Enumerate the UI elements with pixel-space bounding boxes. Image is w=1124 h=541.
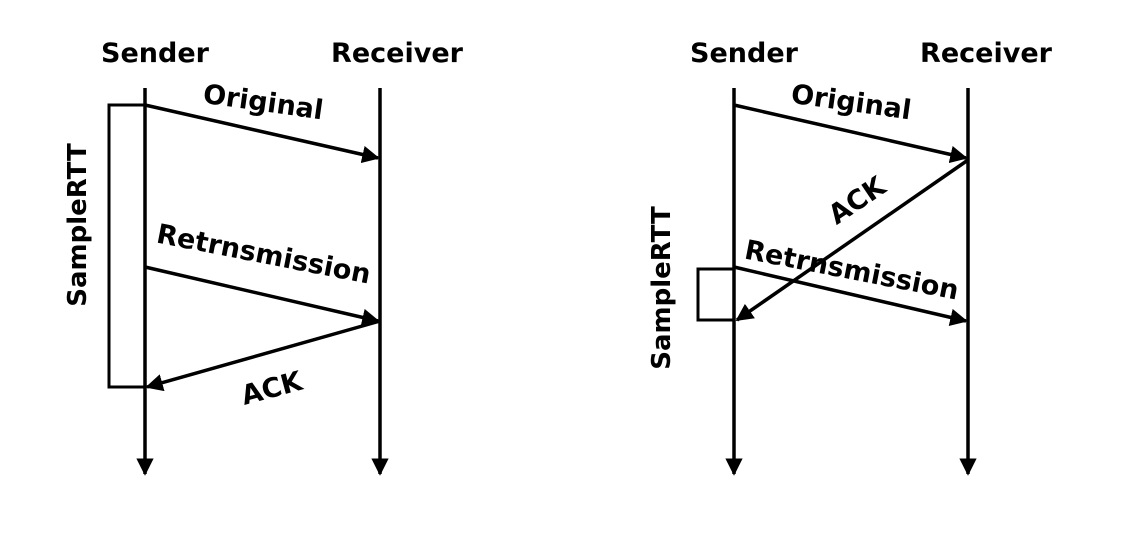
sender-label: Sender bbox=[101, 38, 210, 69]
ack-label: ACK bbox=[238, 366, 307, 412]
sample-rtt-bracket bbox=[107, 103, 147, 389]
sample-rtt-label: SampleRTT bbox=[63, 143, 93, 307]
sample-rtt-label: SampleRTT bbox=[647, 206, 677, 370]
right-diagram: Sender Receiver SampleRTT Original Retrn… bbox=[647, 38, 1053, 476]
retransmission-arrow bbox=[733, 265, 968, 326]
ack-arrow bbox=[735, 158, 969, 322]
ack-label: ACK bbox=[823, 170, 892, 231]
retransmission-arrow bbox=[144, 265, 380, 326]
receiver-label: Receiver bbox=[331, 38, 464, 69]
sample-rtt-bracket bbox=[696, 267, 736, 322]
original-label: Original bbox=[789, 79, 913, 127]
ack-arrow bbox=[145, 319, 381, 392]
retransmission-label: Retrnsmission bbox=[154, 219, 373, 291]
original-arrow bbox=[733, 103, 968, 164]
original-arrow bbox=[144, 103, 380, 164]
sender-label: Sender bbox=[690, 38, 799, 69]
left-diagram: Sender Receiver SampleRTT Original Retrn… bbox=[63, 38, 464, 476]
original-label: Original bbox=[201, 79, 325, 127]
receiver-label: Receiver bbox=[920, 38, 1053, 69]
